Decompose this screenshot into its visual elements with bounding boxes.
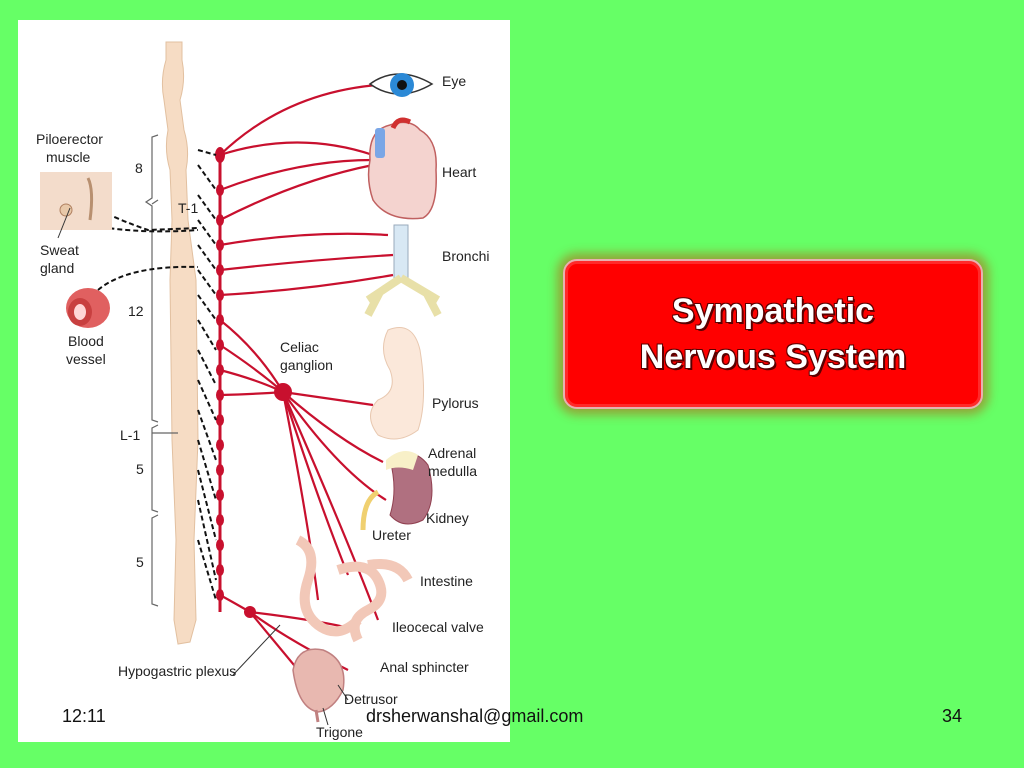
label-sweat-1: Sweat [40,242,79,258]
label-eye: Eye [442,73,466,89]
celiac-ganglion [274,383,292,401]
slide-title-line-2: Nervous System [639,338,907,376]
label-adrenal-2: medulla [428,463,477,479]
label-bronchi: Bronchi [442,248,489,264]
kidney-icon [360,451,433,531]
label-celiac-1: Celiac [280,339,319,355]
label-ileocecal: Ileocecal valve [392,619,484,635]
label-seg-l1: L-1 [120,427,140,443]
eye-icon [368,73,434,97]
blood-vessel-icon [66,288,110,328]
intestine-icon [295,535,413,643]
label-piloerector-2: muscle [46,149,91,165]
footer-time: 12:11 [62,706,106,726]
label-blood-2: vessel [66,351,106,367]
stomach-icon [370,327,425,440]
footer-page-number: 34 [942,706,963,726]
label-intestine: Intestine [420,573,473,589]
label-detrusor: Detrusor [344,691,398,707]
label-adrenal-1: Adrenal [428,445,476,461]
bladder-icon [292,648,345,723]
label-seg-5b: 5 [136,554,144,570]
label-kidney: Kidney [426,510,469,526]
label-ureter: Ureter [372,527,411,543]
leader-lines [57,207,349,726]
label-sweat-2: gland [40,260,74,276]
spinal-cord [161,41,199,645]
label-pylorus: Pylorus [432,395,479,411]
label-seg-12: 12 [128,303,144,319]
footer-email: drsherwanshal@gmail.com [366,706,584,726]
label-seg-t1: T-1 [178,200,198,216]
diagram-svg: Eye Heart Bronchi Piloerector muscle Swe… [36,41,489,740]
label-anal-sphincter: Anal sphincter [380,659,469,675]
piloerector-skin-icon [40,172,112,230]
label-seg-8: 8 [135,160,143,176]
bronchi-icon [364,224,442,317]
label-piloerector-1: Piloerector [36,131,103,147]
heart-icon [367,117,437,220]
label-blood-1: Blood [68,333,104,349]
hypogastric-plexus-node [244,606,256,618]
segment-brackets [144,134,178,607]
label-seg-5a: 5 [136,461,144,477]
sympathetic-diagram: Eye Heart Bronchi Piloerector muscle Swe… [18,20,510,742]
label-hypogastric: Hypogastric plexus [118,663,236,679]
label-trigone: Trigone [316,724,363,740]
label-heart: Heart [442,164,476,180]
slide-title-line-1: Sympathetic [671,292,875,330]
label-celiac-2: ganglion [280,357,333,373]
slide-title-box: Sympathetic Nervous System [563,259,983,409]
